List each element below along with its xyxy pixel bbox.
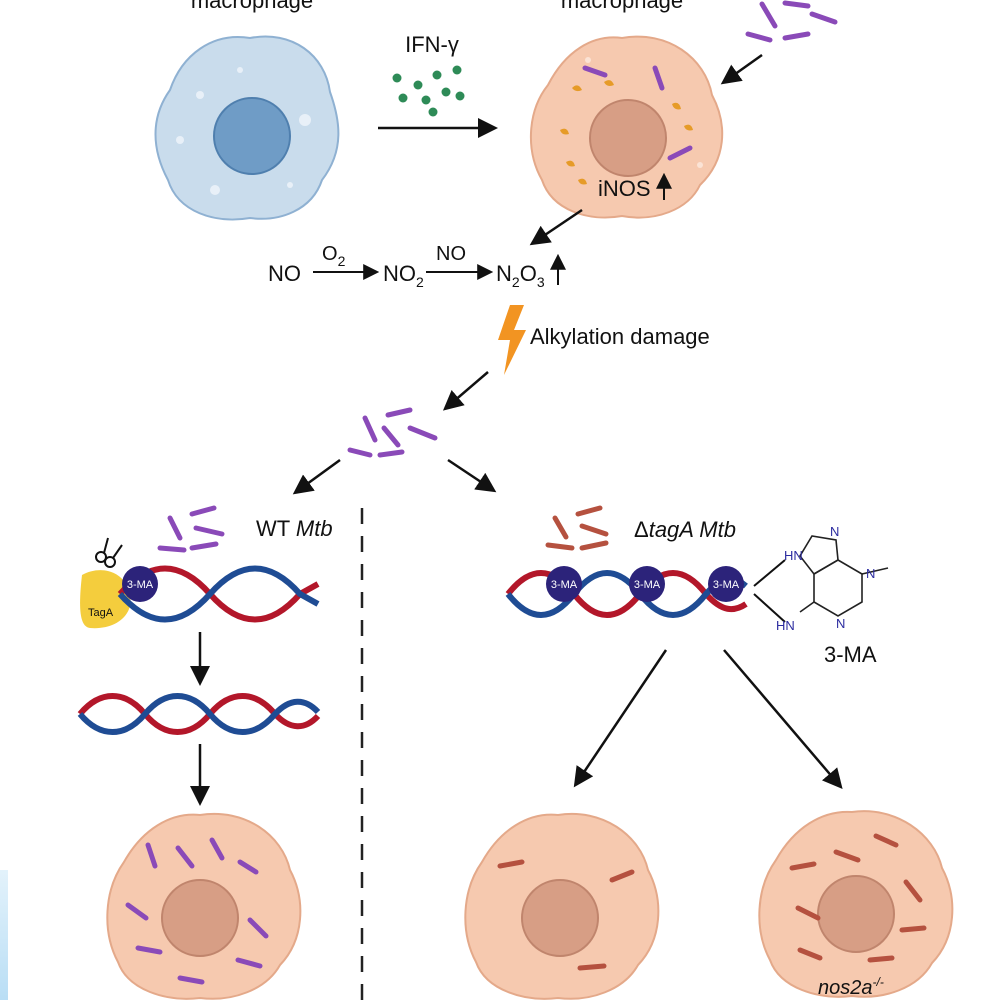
n2o3-label: N2O3 [496, 261, 545, 290]
chem-n-ring: N [866, 566, 875, 581]
wt-bacteria [157, 505, 225, 553]
mutant-in-wt-macrophage [464, 812, 660, 1000]
resting-macrophage [154, 35, 340, 221]
damage-arrow [442, 371, 489, 411]
lesion-label-2: 3-MA [634, 579, 661, 591]
ifn-gamma-dots [392, 65, 465, 117]
tagA-mutant-bacteria [545, 505, 609, 551]
ifn-gamma-label: IFN-γ [405, 32, 459, 57]
no-production-arrow [529, 208, 583, 246]
mutant-dna-lesions: 3-MA 3-MA 3-MA [505, 566, 748, 618]
structure-callout-bottom [753, 593, 786, 623]
chem-n-top: N [830, 524, 839, 539]
chem-hn-bottom: HN [776, 618, 795, 633]
infection-arrow [720, 53, 763, 85]
wt-lesion-label: 3-MA [127, 579, 154, 591]
resting-macrophage-label: macrophage [191, 0, 313, 13]
structure-callout-top [753, 559, 786, 587]
resting-nucleus [213, 97, 291, 175]
repaired-dna [77, 693, 321, 735]
wt-dna-lesion: 3-MA [117, 565, 320, 623]
scissors-icon [95, 537, 123, 568]
nos2a-label: nos2a-/- [818, 975, 884, 999]
chem-n-bottom: N [836, 616, 845, 631]
inos-label: iNOS [598, 176, 651, 201]
no-reagent-label: NO [436, 243, 466, 265]
mutant-branch-arrow [447, 458, 497, 493]
mutant-wt-host-arrow [573, 649, 668, 788]
no2-label: NO2 [383, 261, 424, 290]
damaged-bacteria-cluster [347, 407, 438, 458]
activated-macrophage [529, 35, 724, 219]
mutant-in-nos2a-macrophage [758, 810, 954, 998]
taga-enzyme [80, 570, 131, 629]
3-methyladenine-structure [799, 535, 889, 617]
lesion-label-3: 3-MA [713, 579, 740, 591]
alkylation-damage-label: Alkylation damage [530, 324, 710, 349]
activated-nucleus [589, 99, 667, 177]
taga-mutant-label: ΔtagA Mtb [634, 517, 736, 542]
chem-hn-left: HN [784, 548, 803, 563]
activated-macrophage-label: macrophage [561, 0, 683, 13]
wt-branch-arrow [292, 458, 341, 495]
mutant-nos2a-host-arrow [723, 649, 843, 790]
edge-strip [0, 870, 8, 1000]
3ma-compound-label: 3-MA [824, 642, 877, 667]
no-label: NO [268, 261, 301, 286]
wt-infected-macrophage [106, 812, 302, 1000]
reactive-nitrogen-pathway: NO O2 NO2 NO N2O3 [268, 243, 566, 290]
lesion-label-1: 3-MA [551, 579, 578, 591]
wt-mtb-label: WT Mtb [256, 516, 333, 541]
lightning-icon [498, 305, 526, 375]
invading-bacteria [745, 0, 838, 43]
o2-label: O2 [322, 243, 346, 269]
taga-label: TagA [88, 607, 114, 619]
